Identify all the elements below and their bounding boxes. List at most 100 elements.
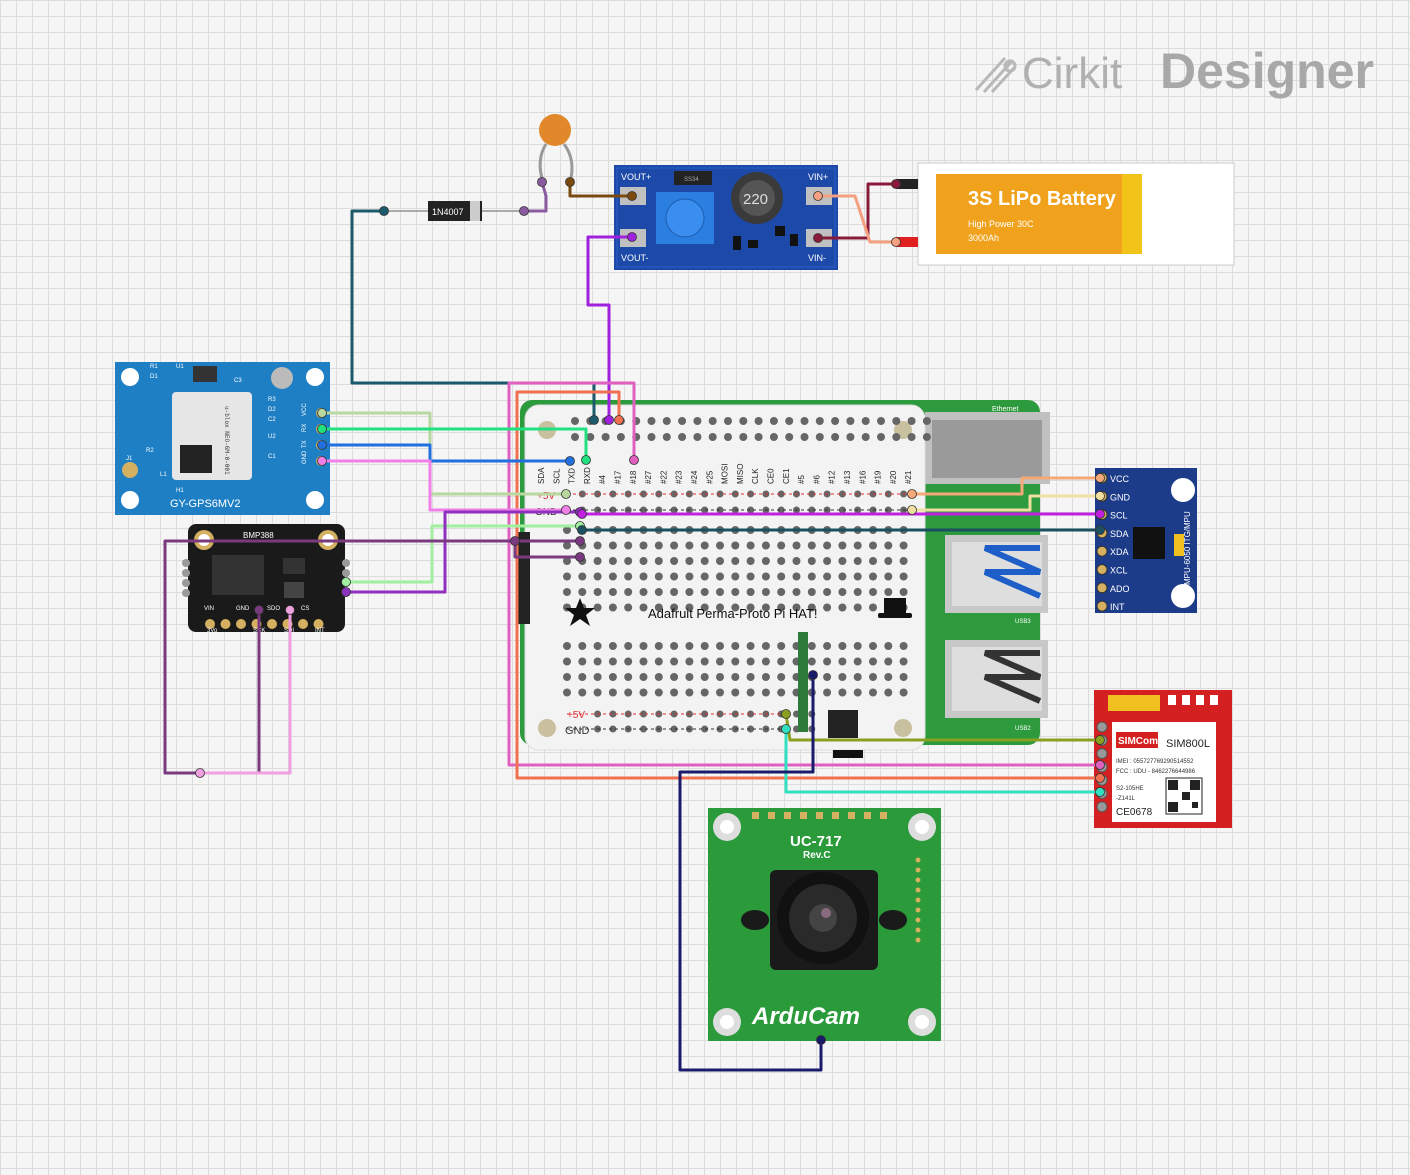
cam-brand: ArduCam — [751, 1003, 860, 1030]
boost-converter-mt3608[interactable]: VOUT+ VOUT- VIN+ VIN- SS34 220 — [614, 165, 838, 270]
bmp-pin[interactable] — [236, 619, 246, 629]
wire-bmp-gnd[interactable] — [346, 510, 580, 594]
gps-silk-label: L1 — [160, 472, 167, 478]
wire-gps-gnd[interactable] — [322, 459, 566, 512]
diode-1n4007[interactable]: 1N4007 — [384, 201, 524, 221]
wire-endpoint — [379, 206, 389, 216]
wire-gps-tx[interactable] — [322, 443, 570, 463]
wire-sim-tx[interactable] — [515, 390, 1100, 780]
mpu-pin-label: XDA — [1110, 547, 1129, 557]
gpio-label: #17 — [614, 470, 623, 484]
gps-silk-label: R3 — [268, 397, 276, 403]
bmp-pin[interactable] — [267, 619, 277, 629]
wire-vout-minus[interactable] — [586, 235, 632, 420]
mpu-pin-label: SDA — [1110, 529, 1129, 539]
wire-endpoint — [510, 536, 520, 546]
ethernet-label: Ethernet — [992, 406, 1019, 413]
gps-silk-label: R1 — [150, 364, 158, 370]
bmp-pin[interactable] — [298, 619, 308, 629]
bmp-pin-label: CS — [301, 606, 309, 612]
wire-endpoint — [317, 440, 327, 450]
lipo-battery[interactable]: 3S LiPo Battery High Power 30C 3000Ah — [896, 162, 1235, 266]
mpu-pin-label: XCL — [1110, 566, 1128, 576]
svg-text:-Z141L: -Z141L — [1116, 796, 1136, 802]
gps-silk-label: U1 — [176, 364, 184, 370]
wire-endpoint — [1095, 525, 1105, 535]
bmp-pin[interactable] — [313, 619, 324, 629]
usb2-port: USB2 — [945, 640, 1048, 732]
arducam-module[interactable]: UC-717 Rev.C ArduCam — [708, 808, 941, 1041]
wire-mpu-gnd[interactable] — [912, 494, 1100, 512]
mpu6050-sensor[interactable]: MPU-6050 ITG/MPU VCCGNDSCLSDAXDAXCLADOIN… — [1095, 468, 1197, 613]
wire-battery-negative[interactable] — [818, 182, 896, 240]
wire-endpoint — [1095, 760, 1105, 770]
gpio-label: SCL — [552, 468, 561, 484]
svg-text:FCC : UDU - 8462276644986: FCC : UDU - 8462276644986 — [1116, 769, 1196, 775]
wire-camera[interactable] — [678, 675, 823, 1072]
svg-text:u-blox NEO-6M-0-001: u-blox NEO-6M-0-001 — [223, 406, 230, 475]
gpio-label: #6 — [812, 475, 821, 484]
gps-silk-label: R2 — [146, 448, 154, 454]
bmp-pin-label: INT — [315, 628, 325, 634]
gpio-label: #23 — [675, 470, 684, 484]
wire-endpoint — [1095, 787, 1105, 797]
mpu-pin[interactable] — [1096, 600, 1108, 612]
wire-diode-hat[interactable] — [350, 209, 596, 420]
wire-gps-rx[interactable] — [322, 427, 588, 460]
wire-battery-positive[interactable] — [818, 194, 896, 244]
wire-endpoint — [813, 233, 823, 243]
wire-endpoint — [813, 191, 823, 201]
vin-plus-label: VIN+ — [808, 172, 828, 182]
wire-endpoint — [891, 179, 901, 189]
mpu-pin[interactable] — [1096, 582, 1108, 594]
gpio-label: #27 — [644, 470, 653, 484]
mpu-pin[interactable] — [1096, 545, 1108, 557]
sim-brand: SIMCom — [1118, 736, 1158, 747]
gpio-label: RXD — [583, 467, 592, 484]
mounting-hole — [538, 719, 556, 737]
sim-pin[interactable] — [1096, 721, 1108, 733]
gps-module[interactable]: u-blox NEO-6M-0-001 GY-GPS6MV2 VCCRXTXGN… — [115, 362, 330, 515]
wire-endpoint — [1095, 491, 1105, 501]
mounting-hole — [894, 719, 912, 737]
bmp-pin-label: 3Vo — [207, 628, 218, 634]
ceramic-capacitor[interactable] — [538, 114, 574, 183]
gpio-label: CLK — [751, 468, 760, 484]
wire-sim-gnd[interactable] — [784, 729, 1100, 794]
mpu-pin-label: INT — [1110, 602, 1125, 612]
wire-sim-vcc[interactable] — [784, 713, 1100, 742]
gpio-label: CE0 — [767, 468, 776, 484]
wire-mpu-vcc[interactable] — [912, 476, 1100, 496]
sim-model: SIM800L — [1166, 738, 1210, 750]
svg-text:SS34: SS34 — [684, 177, 699, 183]
vout-minus-label: VOUT- — [621, 253, 649, 263]
mpu-pin[interactable] — [1096, 564, 1108, 575]
wires — [163, 181, 1100, 1072]
svg-text:IMEI : 055727769290514552: IMEI : 055727769290514552 — [1116, 759, 1194, 765]
wire-endpoint — [577, 509, 587, 519]
svg-text:USB3: USB3 — [1015, 619, 1031, 625]
wire-cap-diode[interactable] — [524, 181, 548, 213]
diode-label: 1N4007 — [432, 207, 464, 217]
wire-bmp-sdi[interactable] — [200, 610, 292, 775]
bmp-pin[interactable] — [205, 619, 215, 629]
sim-pin[interactable] — [1096, 801, 1108, 813]
svg-text:CE0678: CE0678 — [1116, 807, 1153, 818]
svg-text:USB2: USB2 — [1015, 726, 1031, 732]
wire-endpoint — [1095, 509, 1105, 519]
wire-endpoint — [577, 525, 587, 535]
backup-battery — [271, 367, 293, 389]
wire-bmp-vin[interactable] — [346, 524, 580, 584]
battery-rating: High Power 30C — [968, 219, 1034, 229]
wire-endpoint — [565, 456, 575, 466]
bmp-pin[interactable] — [220, 619, 231, 629]
sim800l-module[interactable]: SIMCom SIM800L IMEI : 055727769290514552… — [1094, 690, 1232, 828]
wire-sim-rx[interactable] — [507, 381, 1100, 767]
wire-bmp-sck[interactable] — [163, 539, 580, 775]
sim-pin[interactable] — [1096, 748, 1108, 760]
mpu-title: MPU-6050 ITG/MPU — [1183, 511, 1192, 585]
wire-endpoint — [575, 536, 585, 546]
